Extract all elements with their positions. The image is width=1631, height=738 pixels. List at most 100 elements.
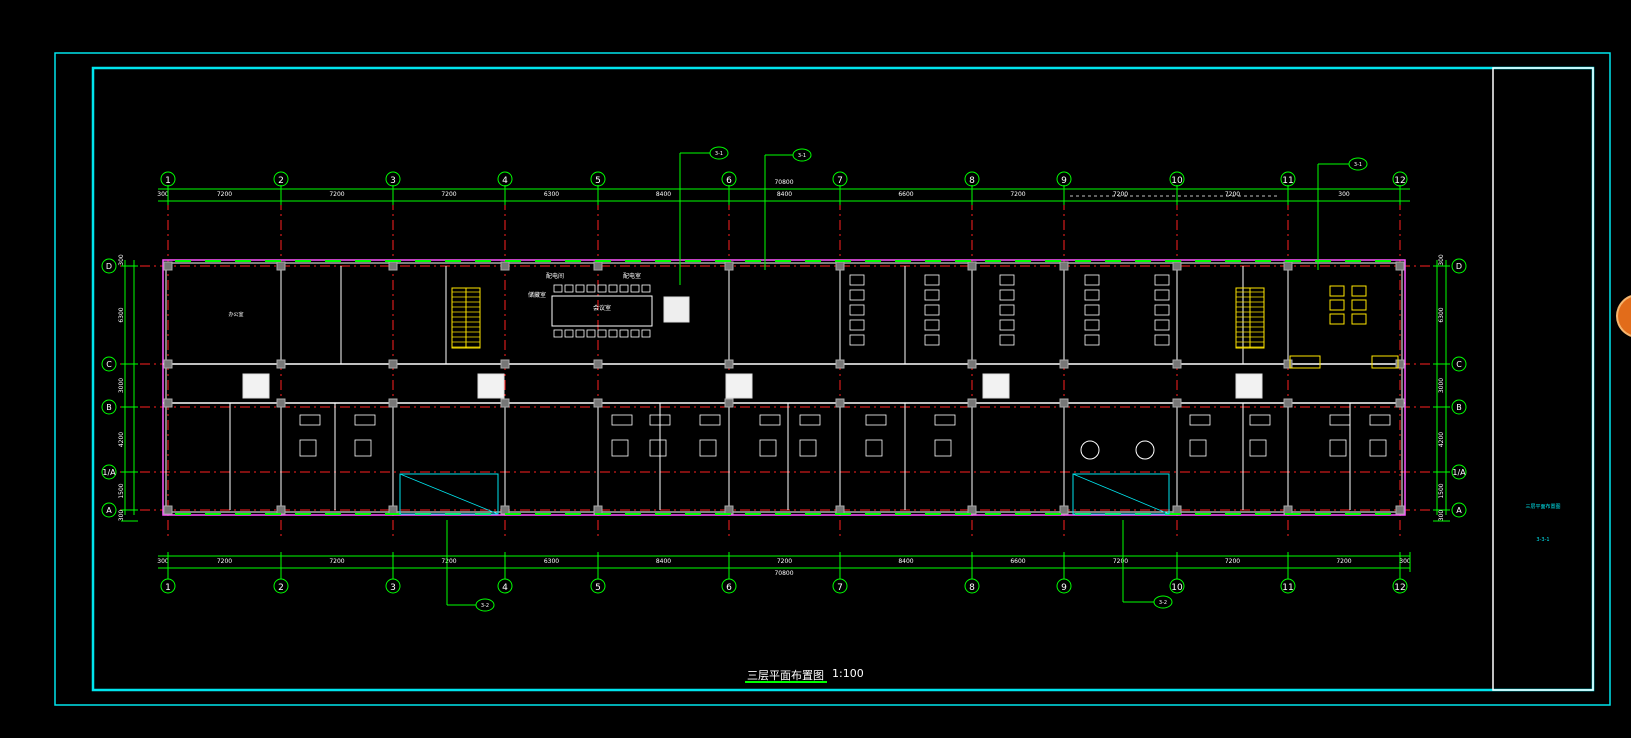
- room-label: 配电室: [623, 272, 641, 280]
- dim-total-bottom: 70800: [774, 570, 793, 577]
- structural-column: [500, 505, 510, 515]
- dim-text-bottom: 300: [157, 558, 169, 565]
- grid-number-top: 12: [1394, 176, 1405, 186]
- workstation: [1154, 274, 1170, 286]
- room-label: 会议室: [593, 304, 611, 312]
- structural-column: [276, 505, 286, 515]
- office-desk: [799, 414, 821, 426]
- dim-text-bottom: 7200: [1336, 558, 1351, 565]
- structural-column: [163, 359, 173, 369]
- structural-column: [724, 398, 734, 408]
- screen-box: [663, 296, 690, 323]
- dim-text-right: 4200: [1438, 432, 1445, 447]
- grid-number-bottom: 6: [726, 583, 732, 593]
- structural-column: [1283, 398, 1293, 408]
- workstation: [1084, 274, 1100, 286]
- meeting-chair: [608, 284, 618, 293]
- office-chair: [1369, 439, 1387, 457]
- workstation: [999, 304, 1015, 316]
- side-panel-handle[interactable]: [1618, 296, 1631, 336]
- office-desk: [1189, 414, 1211, 426]
- grid-letter-right: C: [1456, 360, 1462, 369]
- grid-number-top: 8: [969, 176, 975, 186]
- workstation: [1154, 319, 1170, 331]
- dim-text-bottom: 7200: [441, 558, 456, 565]
- grid-number-top: 5: [595, 176, 601, 186]
- grid-number-bottom: 2: [278, 583, 284, 593]
- dim-text-left: 300: [118, 254, 125, 266]
- structural-column: [1059, 398, 1069, 408]
- structural-column: [835, 261, 845, 271]
- corridor-display-block: [982, 373, 1010, 399]
- grid-number-top: 6: [726, 176, 732, 186]
- dim-text-top: 7200: [441, 191, 456, 198]
- grid-bubble-right: [1451, 399, 1467, 415]
- toilet-fixture: [1329, 285, 1345, 297]
- corridor-display-block: [242, 373, 270, 399]
- meeting-chair: [619, 329, 629, 338]
- section-callout-label: 3-2: [481, 603, 489, 609]
- meeting-chair: [586, 284, 596, 293]
- dim-text-bottom: 7200: [329, 558, 344, 565]
- grid-letter-left: C: [106, 360, 112, 369]
- structural-column: [1283, 359, 1293, 369]
- workstation: [1154, 334, 1170, 346]
- workstation: [849, 289, 865, 301]
- entrance-diagonal: [1072, 473, 1170, 515]
- office-chair: [699, 439, 717, 457]
- office-chair: [865, 439, 883, 457]
- dim-text-right: 3000: [1438, 378, 1445, 393]
- office-chair: [299, 439, 317, 457]
- toilet-fixture: [1351, 285, 1367, 297]
- grid-letter-right: A: [1456, 506, 1462, 515]
- structural-column: [500, 261, 510, 271]
- grid-number-bottom: 1: [165, 583, 171, 593]
- dim-text-right: 6300: [1438, 307, 1445, 322]
- office-desk: [299, 414, 321, 426]
- workstation: [924, 334, 940, 346]
- workstation: [924, 304, 940, 316]
- dim-text-bottom: 6300: [544, 558, 559, 565]
- grid-number-top: 1: [165, 176, 171, 186]
- corridor-display-block: [477, 373, 505, 399]
- dim-text-right: 1500: [1438, 483, 1445, 498]
- workstation: [1084, 334, 1100, 346]
- dim-text-left: 3000: [118, 378, 125, 393]
- meeting-chair: [575, 329, 585, 338]
- grid-number-top: 9: [1061, 176, 1067, 186]
- structural-column: [388, 261, 398, 271]
- grid-letter-right: B: [1456, 403, 1462, 412]
- office-desk: [934, 414, 956, 426]
- dim-text-bottom: 7200: [777, 558, 792, 565]
- meeting-chair: [553, 329, 563, 338]
- office-desk: [1249, 414, 1271, 426]
- dim-total-top: 70800: [774, 179, 793, 186]
- workstation: [1084, 319, 1100, 331]
- office-chair: [354, 439, 372, 457]
- office-desk: [611, 414, 633, 426]
- grid-bubble-left: [101, 502, 117, 518]
- structural-column: [724, 505, 734, 515]
- structural-column: [1172, 505, 1182, 515]
- grid-number-bottom: 10: [1171, 583, 1183, 593]
- meeting-chair: [553, 284, 563, 293]
- grid-bubble-left: [101, 356, 117, 372]
- workstation: [924, 289, 940, 301]
- grid-bubble-left: [101, 258, 117, 274]
- dim-text-right: 300: [1438, 510, 1445, 522]
- entrance-diagonal: [399, 473, 499, 515]
- meeting-chair: [586, 329, 596, 338]
- dim-text-bottom: 300: [1399, 558, 1411, 565]
- dim-text-bottom: 7200: [1113, 558, 1128, 565]
- meeting-table: [551, 295, 653, 327]
- dim-text-bottom: 7200: [217, 558, 232, 565]
- structural-column: [835, 505, 845, 515]
- structural-column: [593, 505, 603, 515]
- grid-letter-right: D: [1456, 262, 1462, 271]
- grid-letter-left: A: [106, 506, 112, 515]
- meeting-chair: [597, 284, 607, 293]
- office-chair: [649, 439, 667, 457]
- office-desk: [699, 414, 721, 426]
- grid-letter-left: D: [106, 262, 112, 271]
